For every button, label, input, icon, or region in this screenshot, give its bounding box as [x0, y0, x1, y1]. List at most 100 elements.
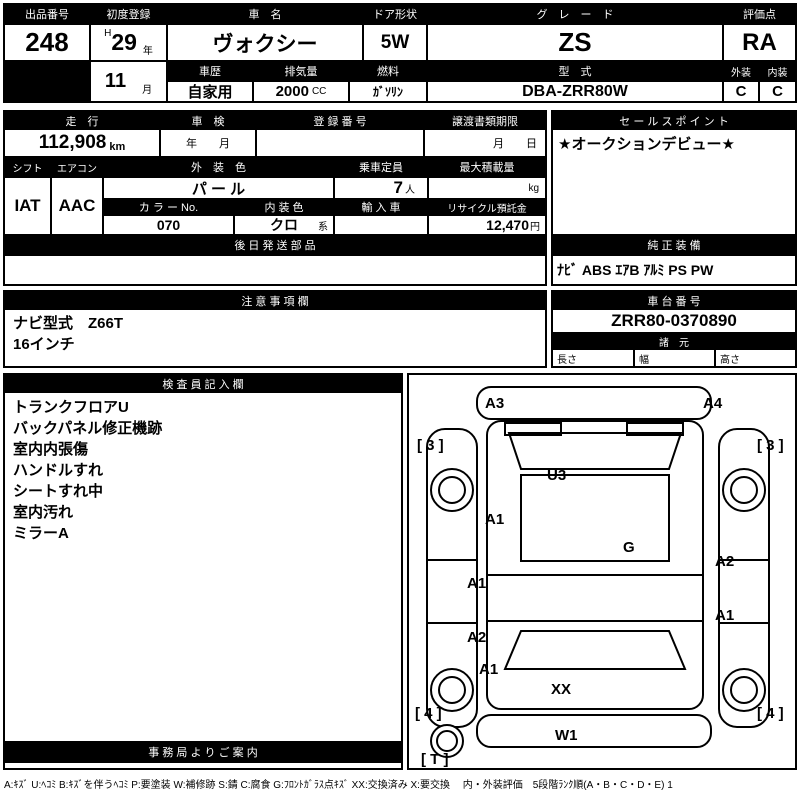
equipment-value: ﾅﾋﾞ ABS ｴｱB ｱﾙﾐ PS PW	[553, 256, 795, 284]
displacement-label: 排気量	[284, 66, 318, 78]
damage-marker: G	[623, 539, 635, 556]
interior-color-cell: クロ 系	[235, 216, 333, 234]
registration-label: 登 録 番 号	[313, 116, 367, 128]
damage-marker: XX	[551, 681, 572, 698]
chassis-block: 車 台 番 号 ZRR80-0370890 諸 元 長さ 幅 高さ	[551, 290, 797, 368]
sales-point-label: セ ー ル ス ポ イ ン ト	[619, 116, 729, 128]
door-shape-label: ドア形状	[373, 9, 417, 21]
score-value: RA	[724, 25, 795, 60]
transfer-deadline-cell: 月 日	[425, 130, 545, 156]
car-name-value: ヴォクシー	[168, 25, 362, 60]
displacement-unit: CC	[311, 86, 327, 97]
inspector-note: 室内内張傷	[13, 441, 89, 458]
exhibit-no-label: 出品番号	[25, 9, 69, 21]
spec-width-cell: 幅	[635, 350, 714, 366]
score-label: 評価点	[743, 9, 776, 21]
grade-label: グ レ ー ド	[536, 9, 614, 21]
exterior-color-label: 外 装 色	[191, 162, 246, 174]
spare-tire-marker: [ T ]	[421, 751, 449, 768]
history-value: 自家用	[168, 82, 252, 101]
damage-diagram-panel: A3 A4 [ 3 ] [ 3 ] U3 A1 G A2 A1 A1 A2 A1…	[407, 373, 797, 770]
mileage-unit: km	[109, 141, 126, 153]
mileage-cell: 112,908 km	[5, 130, 159, 156]
sales-point-value: ★オークションデビュー★	[553, 130, 795, 234]
car-diagram	[426, 386, 770, 758]
capacity-label: 乗車定員	[359, 162, 403, 174]
mileage-label: 走 行	[65, 116, 99, 128]
damage-marker: A2	[715, 553, 735, 570]
exterior-color-value: パ ー ル	[104, 178, 333, 198]
grade-value: ZS	[428, 25, 722, 60]
damage-marker: A1	[479, 661, 499, 678]
damage-marker: A1	[715, 607, 735, 624]
damage-marker: A1	[467, 575, 487, 592]
car-name-label: 車 名	[248, 9, 282, 21]
damage-marker: W1	[555, 727, 578, 744]
tire-marker: [ 3 ]	[417, 437, 444, 454]
chassis-no-label: 車 台 番 号	[647, 296, 701, 308]
inspector-note: トランクフロアU	[13, 399, 129, 416]
capacity-value: 7	[393, 178, 403, 197]
inspector-label: 検 査 員 記 入 欄	[162, 379, 244, 391]
model-value: DBA-ZRR80W	[428, 82, 722, 101]
equipment-label: 純 正 装 備	[647, 240, 701, 252]
damage-marker: U3	[547, 467, 567, 484]
fuel-value: ｶﾞｿﾘﾝ	[350, 82, 426, 101]
tire-marker: [ 3 ]	[757, 437, 784, 454]
notes-cell: ナビ型式 Z66T 16インチ	[5, 310, 545, 366]
sales-point-block: セ ー ル ス ポ イ ン ト ★オークションデビュー★ 純 正 装 備 ﾅﾋﾞ…	[551, 110, 797, 286]
model-label: 型 式	[558, 66, 592, 78]
color-no-value: 070	[104, 216, 233, 234]
interior-label: 内装	[767, 67, 788, 79]
mileage-value: 112,908	[38, 132, 107, 153]
shaken-label: 車 検	[191, 116, 225, 128]
inspector-note: シートすれ中	[13, 483, 104, 500]
first-reg-month: 11	[104, 70, 127, 92]
max-load-cell: kg	[429, 178, 545, 198]
aircon-value: AAC	[52, 178, 102, 234]
inspector-block: 検 査 員 記 入 欄 トランクフロアU バックパネル修正機跡 室内内張傷 ハン…	[3, 373, 403, 770]
month-unit: 月	[142, 85, 153, 96]
chassis-no-value: ZRR80-0370890	[553, 310, 795, 332]
interior-color-value: クロ	[270, 217, 298, 233]
inspector-notes-cell: トランクフロアU バックパネル修正機跡 室内内張傷 ハンドルすれ シートすれ中 …	[5, 393, 401, 741]
interior-color-label: 内 装 色	[264, 202, 304, 214]
interior-score: C	[760, 82, 795, 101]
import-cell	[335, 216, 427, 234]
displacement-value: 2000	[275, 83, 309, 100]
first-reg-year: 29	[111, 29, 137, 55]
exhibit-no-value: 248	[5, 25, 89, 60]
era-mark: H	[104, 28, 112, 39]
recycle-label: リサイクル預託金	[447, 203, 527, 215]
spec-label: 諸 元	[659, 337, 689, 349]
first-reg-label: 初度登録	[106, 9, 151, 21]
registration-cell	[257, 130, 423, 156]
spec-length-cell: 長さ	[553, 350, 633, 366]
damage-marker: A1	[485, 511, 505, 528]
first-reg-month-cell: 11 月	[91, 62, 166, 101]
displacement-cell: 2000 CC	[254, 82, 348, 101]
history-label: 車歴	[199, 66, 221, 78]
import-label: 輸 入 車	[361, 202, 401, 214]
vehicle-header-block: 出品番号 初度登録 車 名 ドア形状 グ レ ー ド 評価点 248 H 29 …	[3, 3, 797, 103]
shift-value: IAT	[5, 178, 50, 234]
legend-text: A:ｷｽﾞ U:ﾍｺﾐ B:ｷｽﾞを伴うﾍｺﾐ P:要塗装 W:補修跡 S:錆 …	[4, 780, 673, 791]
office-info-cell	[5, 763, 401, 768]
exterior-score: C	[724, 82, 758, 101]
aircon-label: エアコン	[57, 163, 97, 175]
damage-marker: A2	[467, 629, 487, 646]
notes-block: 注 意 事 項 欄 ナビ型式 Z66T 16インチ	[3, 290, 547, 368]
max-load-label: 最大積載量	[459, 162, 515, 174]
condition-block: 走 行 車 検 登 録 番 号 譲渡書類期限 112,908 km 年 月 月 …	[3, 110, 547, 286]
shift-label: シフト	[12, 163, 43, 175]
inspector-note: ハンドルすれ	[13, 462, 104, 479]
capacity-unit: 人	[405, 184, 415, 196]
inspector-note: ミラーA	[13, 525, 69, 542]
notes-line-1: ナビ型式 Z66T	[13, 315, 124, 332]
first-reg-year-cell: H 29 年	[91, 25, 166, 60]
year-unit: 年	[142, 46, 153, 57]
tire-marker: [ 4 ]	[757, 705, 784, 722]
inspector-note: 室内汚れ	[13, 504, 74, 521]
notes-line-2: 16インチ	[13, 336, 75, 353]
